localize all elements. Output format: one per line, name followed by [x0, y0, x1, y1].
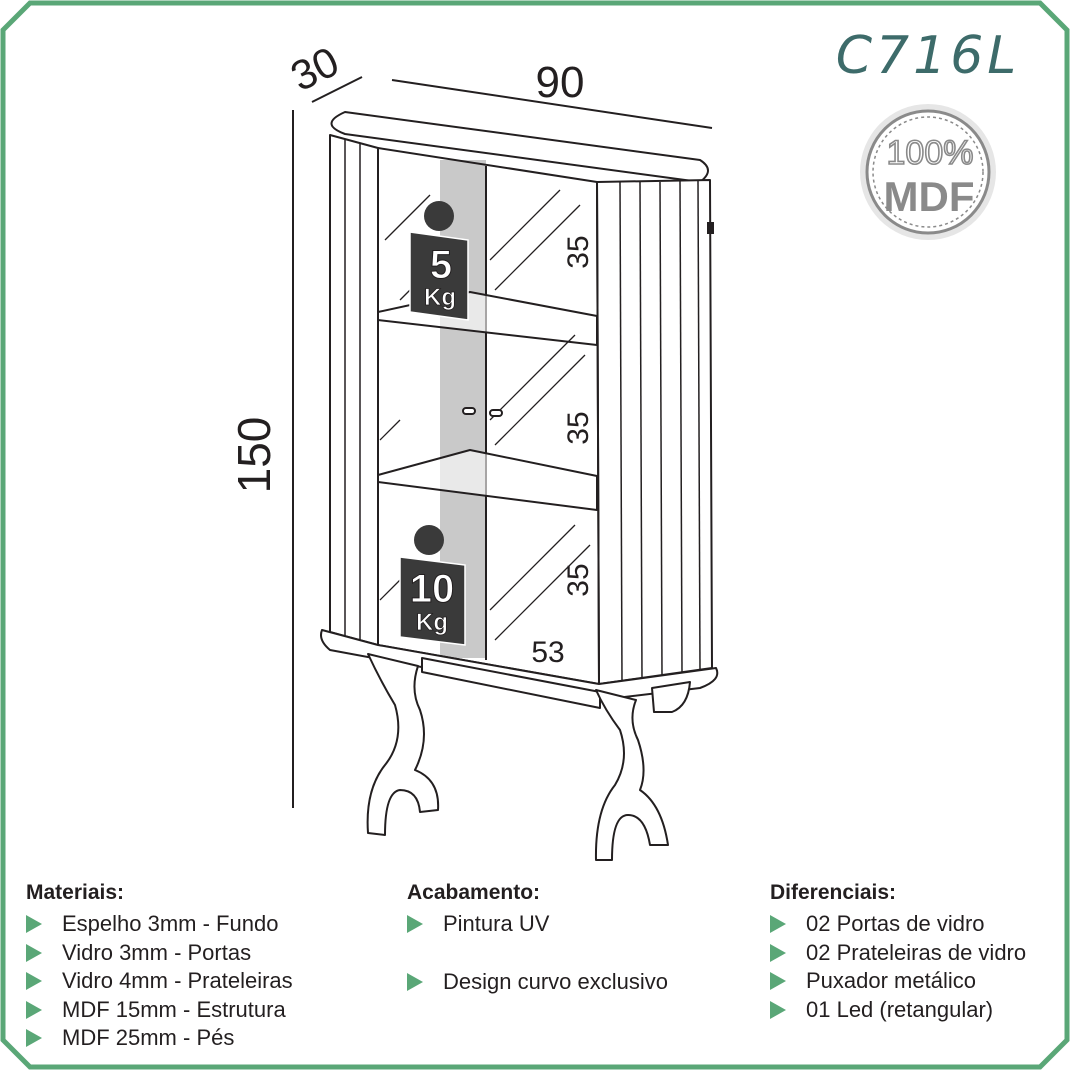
weight-tag-lower: 10 Kg: [399, 525, 466, 646]
materiais-list: Espelho 3mm - Fundo Vidro 3mm - Portas V…: [26, 910, 293, 1053]
diferenciais-title: Diferenciais:: [770, 881, 897, 904]
list-item: 02 Prateleiras de vidro: [770, 939, 1026, 968]
acabamento-column: Acabamento: Pintura UV Design curvo excl…: [407, 880, 668, 996]
height-dimension: 150: [228, 417, 280, 494]
mdf-badge: 100% MDF: [860, 104, 996, 240]
bullet-arrow-icon: [770, 1000, 786, 1019]
bullet-arrow-icon: [26, 972, 42, 991]
diferenciais-column: Diferenciais: 02 Portas de vidro 02 Prat…: [770, 880, 1026, 1024]
badge-bottom-text: MDF: [884, 173, 975, 220]
bullet-arrow-icon: [26, 1029, 42, 1048]
bullet-arrow-icon: [26, 1000, 42, 1019]
badge-top-text: 100%: [887, 134, 974, 172]
bullet-arrow-icon: [26, 915, 42, 934]
inner-width-dimension: 53: [531, 636, 564, 669]
bullet-arrow-icon: [407, 972, 423, 991]
acabamento-list: Pintura UV Design curvo exclusivo: [407, 910, 668, 996]
list-item: MDF 15mm - Estrutura: [26, 996, 293, 1025]
list-item: Vidro 4mm - Prateleiras: [26, 967, 293, 996]
spec-columns: Materiais: Espelho 3mm - Fundo Vidro 3mm…: [0, 880, 1070, 1060]
list-item: 01 Led (retangular): [770, 996, 1026, 1025]
shelf-height-top: 35: [562, 235, 595, 268]
bullet-arrow-icon: [407, 915, 423, 934]
bullet-arrow-icon: [770, 972, 786, 991]
weight-lower-unit: Kg: [416, 609, 448, 636]
shelf-height-middle: 35: [562, 411, 595, 444]
product-code: C716L: [836, 26, 1021, 86]
list-item: Espelho 3mm - Fundo: [26, 910, 293, 939]
list-item: MDF 25mm - Pés: [26, 1024, 293, 1053]
weight-upper-unit: Kg: [424, 284, 456, 311]
shelf-height-bottom: 35: [562, 563, 595, 596]
materiais-title: Materiais:: [26, 881, 125, 904]
width-dimension: 90: [536, 58, 585, 107]
materiais-column: Materiais: Espelho 3mm - Fundo Vidro 3mm…: [26, 880, 293, 1053]
acabamento-title: Acabamento:: [407, 881, 541, 904]
list-item: 02 Portas de vidro: [770, 910, 1026, 939]
list-item: Design curvo exclusivo: [407, 968, 668, 997]
weight-upper-value: 5: [430, 243, 452, 287]
bullet-arrow-icon: [770, 915, 786, 934]
list-item: Pintura UV: [407, 910, 668, 939]
list-item: Vidro 3mm - Portas: [26, 939, 293, 968]
weight-tag-upper: 5 Kg: [409, 201, 469, 321]
dimension-lines: [292, 76, 713, 808]
cabinet-drawing: [320, 111, 719, 861]
bullet-arrow-icon: [770, 943, 786, 962]
weight-lower-value: 10: [410, 567, 455, 611]
diferenciais-list: 02 Portas de vidro 02 Prateleiras de vid…: [770, 910, 1026, 1024]
list-item: Puxador metálico: [770, 967, 1026, 996]
bullet-arrow-icon: [26, 943, 42, 962]
